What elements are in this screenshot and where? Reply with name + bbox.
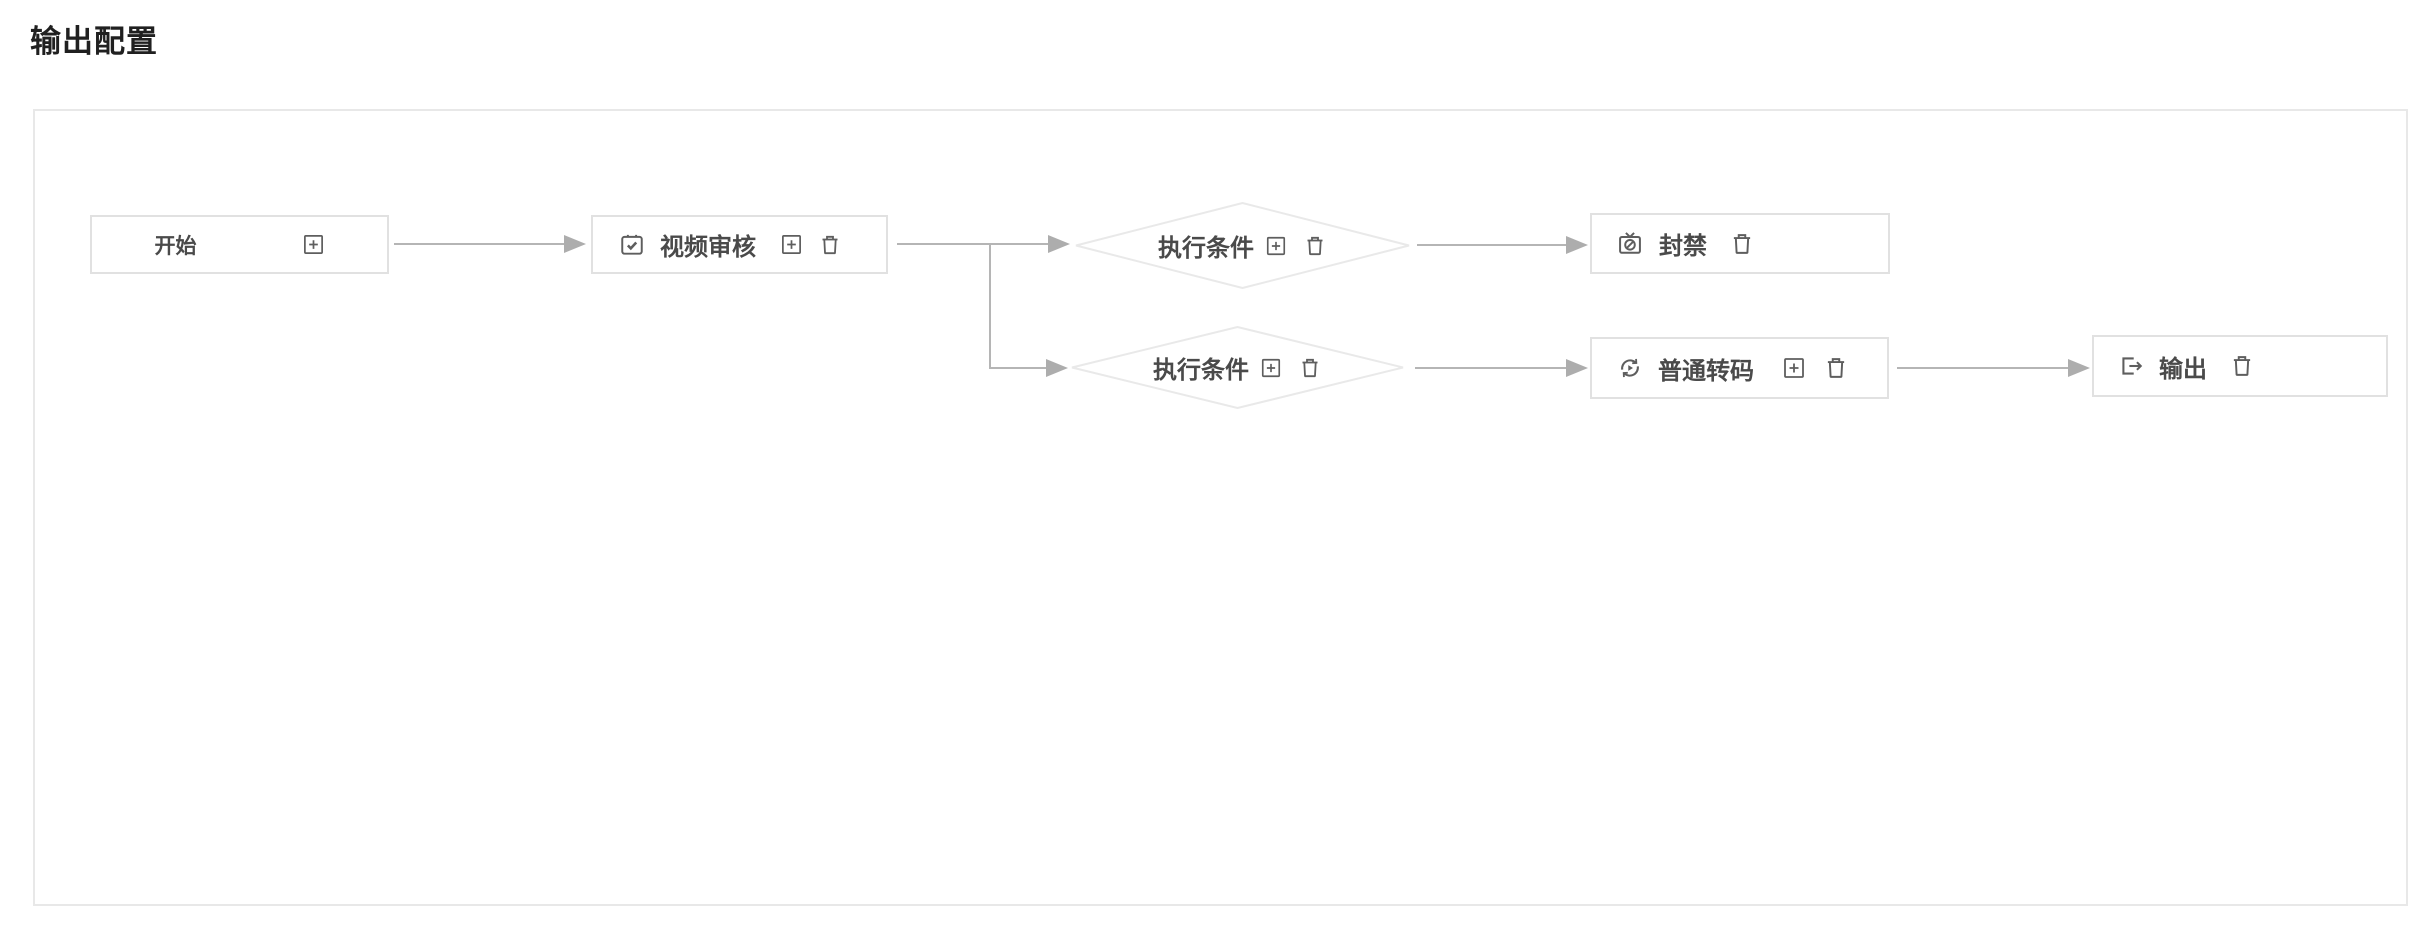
node-condition-bottom[interactable]: 执行条件 [1071, 326, 1404, 409]
node-ban[interactable]: 封禁 [1590, 213, 1890, 274]
ban-icon [1616, 230, 1644, 258]
add-node-button[interactable] [1260, 357, 1282, 379]
add-node-button[interactable] [780, 233, 803, 256]
transcode-icon [1617, 355, 1643, 381]
node-start[interactable]: 开始 [90, 215, 389, 274]
arrowheads [564, 235, 2090, 377]
diamond-shape [1071, 326, 1404, 409]
node-label: 执行条件 [1153, 357, 1249, 384]
delete-node-button[interactable] [1298, 356, 1322, 380]
node-condition-top[interactable]: 执行条件 [1075, 202, 1410, 289]
connector-branch-to-condition-bottom [989, 244, 1047, 369]
node-label: 执行条件 [1158, 235, 1254, 262]
diamond-shape [1075, 202, 1410, 289]
page-title: 输出配置 [30, 24, 158, 59]
node-label: 封禁 [1659, 233, 1707, 260]
delete-node-button[interactable] [1729, 231, 1755, 257]
add-node-button[interactable] [1265, 235, 1287, 257]
node-label: 普通转码 [1658, 357, 1754, 385]
node-label: 开始 [154, 234, 197, 258]
delete-node-button[interactable] [1303, 234, 1327, 258]
add-node-button[interactable] [302, 233, 325, 256]
video-audit-icon [619, 232, 645, 258]
node-label: 输出 [2159, 355, 2207, 383]
export-icon [2118, 353, 2144, 379]
node-output[interactable]: 输出 [2092, 335, 2388, 397]
node-transcode[interactable]: 普通转码 [1590, 337, 1889, 399]
node-video-audit[interactable]: 视频审核 [591, 215, 888, 274]
delete-node-button[interactable] [2229, 353, 2255, 379]
delete-node-button[interactable] [1823, 355, 1849, 381]
delete-node-button[interactable] [818, 233, 842, 257]
workflow-canvas: 开始 视频审核 [33, 109, 2408, 906]
flow-connectors [394, 235, 2090, 377]
add-node-button[interactable] [1782, 356, 1806, 380]
node-label: 视频审核 [660, 234, 756, 261]
